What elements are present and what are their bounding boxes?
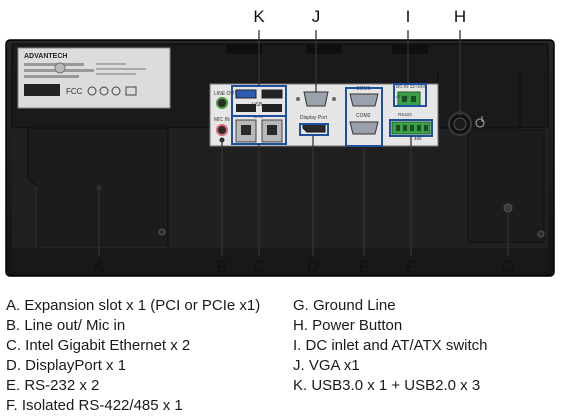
screw-icon xyxy=(537,230,545,238)
callout-i: I xyxy=(405,7,411,26)
callout-k: K xyxy=(253,7,265,26)
legend-item-b: B. Line out/ Mic in xyxy=(6,317,126,334)
dc-highlight-box xyxy=(393,83,427,107)
callout-j: J xyxy=(311,7,321,26)
mic-in-label: MIC IN xyxy=(214,117,230,123)
displayport-connector-icon xyxy=(302,123,326,133)
callout-b: B xyxy=(216,257,228,276)
mic-in-jack-icon xyxy=(216,124,228,136)
certification-seal-icon xyxy=(54,62,66,74)
line-out-label: LINE OUT xyxy=(214,91,237,97)
legend-item-h: H. Power Button xyxy=(293,317,403,334)
callout-h: H xyxy=(453,7,467,26)
com2-connector-icon xyxy=(349,121,379,135)
vga-connector-icon xyxy=(303,91,329,107)
rear-panel-diagram: ADVANTECH FCC LINE OUT MIC IN USB xyxy=(5,30,555,277)
callout-c: C xyxy=(252,257,266,276)
rs422-485-port: RS422 485 xyxy=(391,112,431,141)
rs422-label: RS422 xyxy=(398,112,412,117)
rs485-label: 485 xyxy=(414,136,422,141)
legend-item-i: I. DC inlet and AT/ATX switch xyxy=(293,337,488,354)
legend-item-e: E. RS-232 x 2 xyxy=(6,377,100,394)
brand-logo-text: ADVANTECH xyxy=(24,53,67,60)
legend-left-column: A. Expansion slot x 1 (PCI or PCIe x1) B… xyxy=(6,296,291,416)
com1-connector-icon xyxy=(349,93,379,107)
usb-label: USB xyxy=(252,102,263,108)
power-symbol-icon xyxy=(475,118,485,128)
usb2-port-icon xyxy=(261,89,283,99)
atx-at-label: ATX AT xyxy=(396,94,410,99)
legend-item-j: J. VGA x1 xyxy=(293,357,360,374)
displayport-highlight-box xyxy=(299,123,329,136)
usb2-port-icon xyxy=(236,104,256,112)
barcode-icon xyxy=(24,84,60,96)
leader-lines xyxy=(96,30,509,256)
line-out-jack-icon xyxy=(216,97,228,109)
legend-item-f: F. Isolated RS-422/485 x 1 xyxy=(6,397,183,414)
vga-port xyxy=(296,91,336,107)
lan-ports: LAN xyxy=(235,114,283,143)
usb2-port-icon xyxy=(262,104,282,112)
dc-in-label: DC-IN 12~24V xyxy=(396,84,425,89)
callout-a: A xyxy=(93,257,105,276)
audio-jacks: LINE OUT MIC IN xyxy=(214,91,237,136)
legend-item-k: K. USB3.0 x 1 + USB2.0 x 3 xyxy=(293,377,481,394)
callout-e: E xyxy=(358,257,370,276)
callout-g: G xyxy=(501,257,515,276)
callout-d: D xyxy=(306,257,320,276)
fcc-mark-icon: FCC xyxy=(66,87,83,96)
usb-ports: USB xyxy=(235,89,283,112)
legend-item-d: D. DisplayPort x 1 xyxy=(6,357,127,374)
dc-inlet: DC-IN 12~24V ATX AT xyxy=(396,84,425,107)
legend-right-column: G. Ground Line H. Power Button I. DC inl… xyxy=(293,296,561,396)
callout-f: F xyxy=(405,257,417,276)
displayport-label: Display Port xyxy=(300,115,328,121)
power-button xyxy=(448,112,485,136)
legend-item-c: C. Intel Gigabit Ethernet x 2 xyxy=(6,337,191,354)
usb3-port-icon xyxy=(235,89,257,99)
com2-label: COM2 xyxy=(356,113,371,119)
screw-icon xyxy=(158,228,166,236)
product-label: ADVANTECH FCC xyxy=(17,47,171,109)
legend-item-a: A. Expansion slot x 1 (PCI or PCIe x1) xyxy=(6,297,261,314)
legend-item-g: G. Ground Line xyxy=(293,297,396,314)
